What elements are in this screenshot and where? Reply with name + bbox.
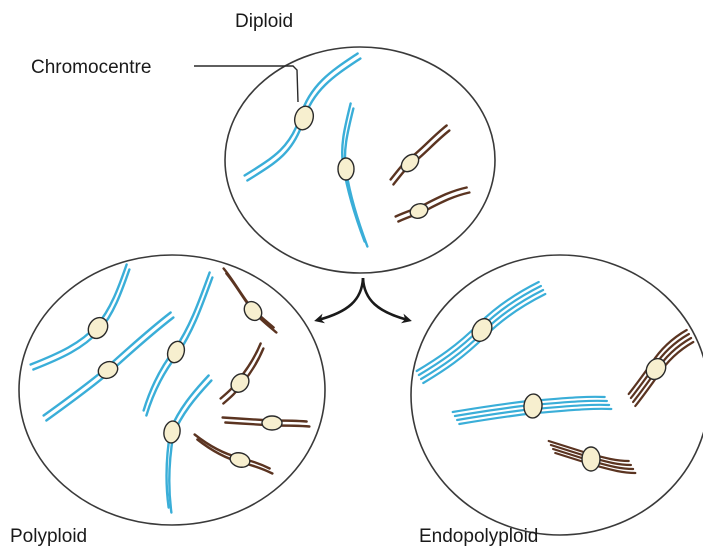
endopolyploid-nucleus — [411, 255, 703, 535]
diploid-label: Diploid — [235, 11, 293, 32]
endopolyploid-centromere-4 — [582, 447, 600, 471]
arrow-to-polyploid — [318, 278, 363, 320]
endopolyploid-label: Endopolyploid — [419, 526, 538, 547]
arrow-to-endopolyploid — [363, 278, 408, 320]
polyploid-nucleus — [19, 255, 325, 525]
polyploid-label: Polyploid — [10, 526, 87, 547]
diploid-centromere-2 — [338, 158, 354, 180]
chromocentre-label: Chromocentre — [31, 57, 151, 78]
polyploid-centromere-7 — [262, 416, 282, 430]
diploid-nucleus — [225, 47, 495, 273]
